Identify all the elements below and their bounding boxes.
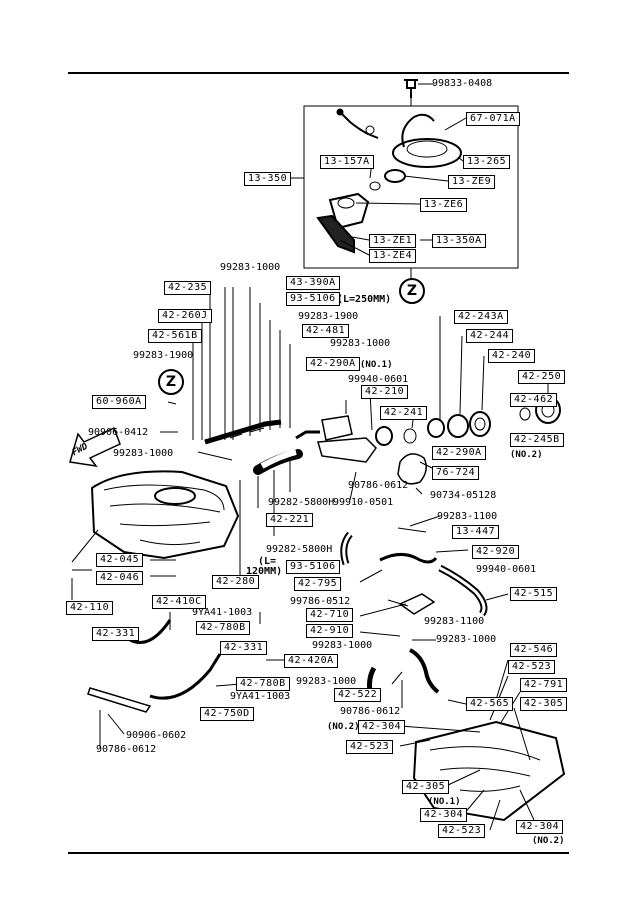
part-callout: 42-110 [66, 601, 114, 615]
part-callout: 13-447 [452, 525, 500, 539]
part-callout: 42-305 [402, 780, 450, 794]
part-label: 99786-0512 [290, 596, 351, 607]
part-callout: 42-045 [96, 553, 144, 567]
part-callout: 42-515 [510, 587, 558, 601]
part-callout: 42-243A [454, 310, 508, 324]
part-label: 99940-0601 [476, 564, 537, 575]
part-callout: 42-221 [266, 513, 314, 527]
part-label: 9YA41-1003 [230, 691, 291, 702]
part-label: 99283-1000 [113, 448, 174, 459]
variant-note: (NO.1) [360, 360, 393, 370]
part-callout: 42-241 [380, 406, 428, 420]
part-label: 90786-0612 [348, 480, 409, 491]
part-callout: 42-420A [284, 654, 338, 668]
part-label: 99283-1000 [296, 676, 357, 687]
part-label: 9YA41-1003 [192, 607, 253, 618]
part-callout: 42-710 [306, 608, 354, 622]
part-label: 99283-1000 [330, 338, 391, 349]
part-callout: 67-071A [466, 112, 520, 126]
part-label: 99833-0408 [432, 78, 493, 89]
part-callout: 13-ZE6 [420, 198, 468, 212]
part-callout: 42-780B [196, 621, 250, 635]
part-label: 90786-0612 [96, 744, 157, 755]
part-callout: 42-304 [358, 720, 406, 734]
bottom-rule [68, 852, 569, 854]
part-callout: 13-157A [320, 155, 374, 169]
variant-note: (NO.1) [428, 797, 461, 807]
part-callout: 13-265 [463, 155, 511, 169]
part-callout: 42-481 [302, 324, 350, 338]
part-callout: 42-920 [472, 545, 520, 559]
part-callout: 42-462 [510, 393, 558, 407]
part-callout: 42-290A [306, 357, 360, 371]
part-callout: 42-522 [334, 688, 382, 702]
part-callout: 42-565 [466, 697, 514, 711]
part-callout: 60-960A [92, 395, 146, 409]
part-callout: 42-290A [432, 446, 486, 460]
part-label: 99910-0501 [333, 497, 394, 508]
variant-note: (NO.2) [327, 722, 360, 732]
part-callout: 76-724 [432, 466, 480, 480]
part-label: 99283-1900 [133, 350, 194, 361]
part-callout: 42-046 [96, 571, 144, 585]
part-callout: 42-244 [466, 329, 514, 343]
part-label: 99282-5800H [268, 497, 335, 508]
part-label: 99283-1000 [312, 640, 373, 651]
part-callout: 42-280 [212, 575, 260, 589]
length-note: (L=250MM) [337, 294, 392, 305]
part-callout: 13-ZE9 [448, 175, 496, 189]
part-callout: 93-5106 [286, 560, 340, 574]
part-callout: 13-350 [244, 172, 292, 186]
part-callout: 93-5106 [286, 292, 340, 306]
part-label: 99282-5800H [266, 544, 333, 555]
part-callout: 42-235 [164, 281, 212, 295]
length-note: (L= [258, 556, 277, 567]
part-callout: 42-546 [510, 643, 558, 657]
part-callout: 42-523 [438, 824, 486, 838]
part-callout: 13-ZE4 [369, 249, 417, 263]
length-note: 120MM) [246, 566, 283, 577]
part-label: 90786-0612 [340, 706, 401, 717]
part-callout: 42-250 [518, 370, 566, 384]
part-callout: 42-331 [220, 641, 268, 655]
view-marker-z: Z [399, 278, 425, 304]
part-callout: 42-795 [294, 577, 342, 591]
part-callout: 42-791 [520, 678, 568, 692]
part-callout: 42-260J [158, 309, 212, 323]
part-callout: 42-331 [92, 627, 140, 641]
part-callout: 42-210 [361, 385, 409, 399]
part-callout: 42-750D [200, 707, 254, 721]
part-callout: 42-910 [306, 624, 354, 638]
part-label: 99283-1900 [298, 311, 359, 322]
part-callout: 42-245B [510, 433, 564, 447]
part-callout: 42-240 [488, 349, 536, 363]
part-callout: 13-350A [432, 234, 486, 248]
part-callout: 43-390A [286, 276, 340, 290]
part-label: 90906-0412 [88, 427, 149, 438]
part-callout: 42-523 [508, 660, 556, 674]
part-callout: 42-523 [346, 740, 394, 754]
variant-note: (NO.2) [510, 450, 543, 460]
part-callout: 42-304 [516, 820, 564, 834]
part-label: 99283-1100 [424, 616, 485, 627]
part-label: 90734-05128 [430, 490, 497, 501]
top-rule [68, 72, 569, 74]
part-callout: 13-ZE1 [369, 234, 417, 248]
view-marker-z: Z [158, 369, 184, 395]
part-label: 99283-1100 [437, 511, 498, 522]
part-callout: 42-410C [152, 595, 206, 609]
part-label: 99283-1000 [436, 634, 497, 645]
part-label: 90906-0602 [126, 730, 187, 741]
part-callout: 42-304 [420, 808, 468, 822]
variant-note: (NO.2) [532, 836, 565, 846]
part-callout: 42-561B [148, 329, 202, 343]
part-label: 99283-1000 [220, 262, 281, 273]
part-label: 99940-0601 [348, 374, 409, 385]
part-callout: 42-305 [520, 697, 568, 711]
part-callout: 42-780B [236, 677, 290, 691]
